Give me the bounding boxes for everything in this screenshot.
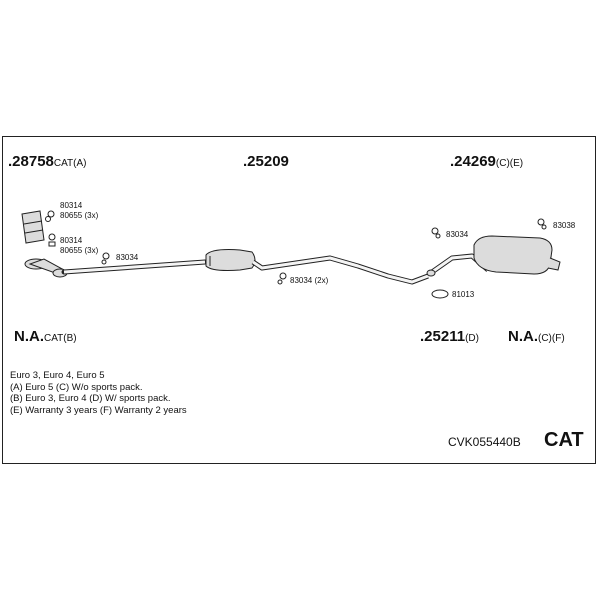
part-suffix: (C)(F) xyxy=(538,333,565,344)
part-suffix: CAT(A) xyxy=(53,158,87,169)
part-label-na-b: N.A.CAT(B) xyxy=(14,328,77,346)
part-prefix: . xyxy=(243,153,248,170)
part-suffix: CAT(B) xyxy=(44,333,77,344)
hardware-label: 81013 xyxy=(452,290,475,299)
part-label-28758: .28758CAT(A) xyxy=(8,153,86,171)
part-code: 25211 xyxy=(424,328,466,345)
note-line: Euro 3, Euro 4, Euro 5 xyxy=(10,370,105,381)
mount-icon xyxy=(101,252,110,265)
mount-icon xyxy=(537,218,547,230)
part-prefix: . xyxy=(8,153,13,170)
gasket-icon xyxy=(431,289,449,299)
part-code: 25209 xyxy=(247,153,289,170)
hardware-label: 80655 (3x) xyxy=(60,211,99,220)
part-label-25211: .25211(D) xyxy=(420,328,479,346)
clamp-icon xyxy=(45,210,55,222)
part-code: N.A. xyxy=(14,328,44,345)
kit-code: CVK055440B xyxy=(448,435,521,449)
note-line: (E) Warranty 3 years (F) Warranty 2 year… xyxy=(10,404,187,416)
hardware-label: 83034 (2x) xyxy=(290,276,329,285)
middle-silencer xyxy=(205,249,256,271)
mount-icon xyxy=(431,227,441,239)
hardware-label: 80655 (3x) xyxy=(60,246,99,255)
part-prefix: . xyxy=(450,153,455,170)
part-code: N.A. xyxy=(508,328,538,345)
part-code: 24269 xyxy=(454,153,496,170)
mount-icon xyxy=(277,272,287,285)
part-label-24269: .24269(C)(E) xyxy=(450,153,523,171)
type-label: CAT xyxy=(544,429,584,451)
diagram-frame xyxy=(2,136,596,464)
part-suffix: (D) xyxy=(465,333,479,344)
note-line: (A) Euro 5 (C) W/o sports pack. xyxy=(10,381,143,393)
hardware-label: 83038 xyxy=(553,221,576,230)
part-label-25209: .25209 xyxy=(243,153,289,171)
hardware-icons xyxy=(45,210,547,285)
part-label-na-cf: N.A.(C)(F) xyxy=(508,328,565,346)
part-prefix: . xyxy=(420,328,425,345)
hardware-label: 83034 xyxy=(446,230,469,239)
hardware-label: 83034 xyxy=(116,253,139,262)
hardware-label: 80314 xyxy=(60,236,83,245)
rear-silencer xyxy=(473,235,561,275)
catalytic-converter xyxy=(21,210,45,244)
part-suffix: (C)(E) xyxy=(495,158,524,169)
bolt-icon xyxy=(48,233,56,247)
notes-block: Euro 3, Euro 4, Euro 5 (A) Euro 5 (C) W/… xyxy=(10,370,187,416)
note-line: (B) Euro 3, Euro 4 (D) W/ sports pack. xyxy=(10,393,171,404)
part-code: 28758 xyxy=(12,153,54,170)
hardware-label: 80314 xyxy=(60,201,83,210)
front-flange xyxy=(24,258,68,278)
